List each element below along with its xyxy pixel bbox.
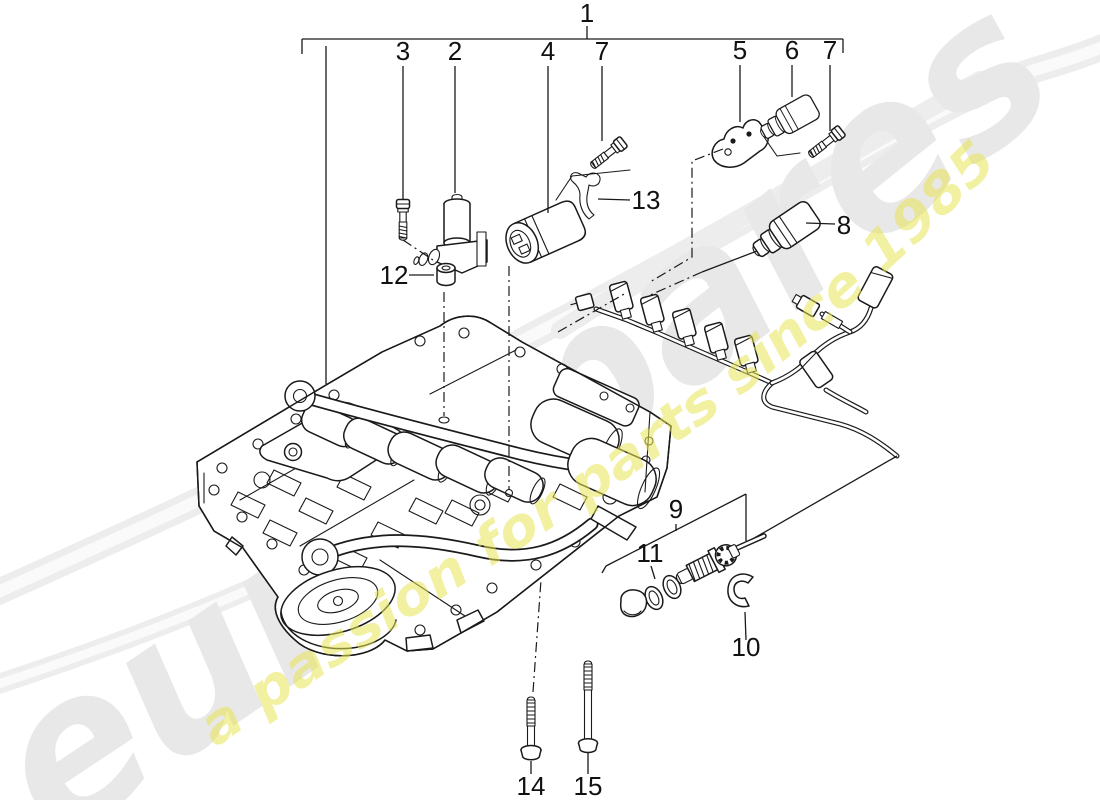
part-lever-13 [555, 169, 631, 220]
part-sensor-9 [675, 544, 741, 585]
dash-solenoid8 [647, 271, 703, 297]
leader-13 [597, 198, 631, 201]
callout-14[interactable]: 14 [517, 771, 546, 800]
callout-7b[interactable]: 7 [823, 35, 837, 65]
callout-12[interactable]: 12 [380, 260, 409, 290]
part-solenoid-8 [701, 198, 824, 273]
part-grommet-12 [436, 262, 456, 287]
mounting-feet [225, 411, 651, 652]
solenoid-cylinders [300, 402, 546, 505]
callout-4[interactable]: 4 [541, 36, 555, 66]
part-solenoid-4 [505, 200, 587, 264]
sensor-cable [736, 455, 898, 549]
callout-1[interactable]: 1 [580, 0, 594, 28]
part-bracket-5 [711, 119, 769, 168]
mounted-solenoid-cluster [530, 367, 661, 510]
dash-harness [557, 292, 627, 333]
part-screw-7a [587, 135, 629, 173]
bracket-9 [601, 493, 747, 574]
callout-7a[interactable]: 7 [595, 36, 609, 66]
callout-11[interactable]: 11 [637, 538, 664, 568]
part-solenoid-2 [413, 193, 488, 274]
callouts: 1 3 2 4 7 5 6 7 13 12 8 9 11 10 14 15 [380, 0, 852, 800]
valve-body [196, 315, 672, 657]
callout-3[interactable]: 3 [396, 36, 410, 66]
lower-arm [301, 517, 599, 576]
dash-screw3 [402, 239, 437, 263]
valve-body-outline [196, 315, 672, 657]
callout-8[interactable]: 8 [837, 210, 851, 240]
callout-15[interactable]: 15 [574, 771, 603, 800]
part-solenoid-6 [754, 92, 823, 157]
part-screw-3 [395, 198, 411, 241]
leader-8 [805, 222, 836, 225]
leader-lines [301, 26, 844, 774]
callout-10[interactable]: 10 [732, 632, 761, 662]
part-screw-15 [577, 660, 599, 754]
part-screw-14 [520, 696, 542, 761]
callout-2[interactable]: 2 [448, 36, 462, 66]
callout-5[interactable]: 5 [733, 35, 747, 65]
leaders-top-row [402, 65, 831, 213]
dash-bracket5 [649, 148, 724, 283]
drum-boss [280, 565, 397, 650]
callout-13[interactable]: 13 [632, 185, 661, 215]
part-cap-11 [619, 589, 648, 618]
group-bracket-1 [301, 26, 844, 54]
wiring-harness [570, 266, 900, 551]
leader-10 [744, 611, 747, 641]
part-orings-11 [644, 574, 682, 611]
leader-11 [650, 565, 656, 580]
harness-plugs [570, 266, 894, 389]
leaders-14-15 [530, 753, 589, 774]
part-clip-10 [727, 573, 754, 608]
dash-screw14 [532, 579, 542, 693]
callout-6[interactable]: 6 [785, 35, 799, 65]
callout-9[interactable]: 9 [669, 494, 683, 524]
